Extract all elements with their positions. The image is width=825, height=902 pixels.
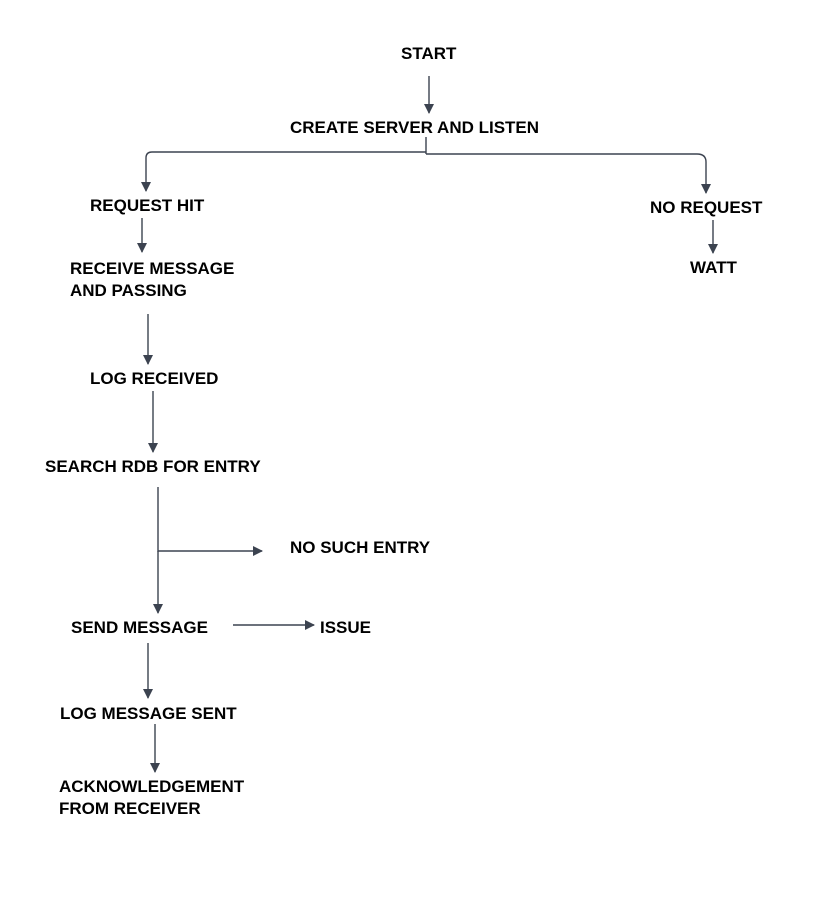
node-create-server: CREATE SERVER AND LISTEN (290, 118, 540, 137)
node-receive-message-line-2: AND PASSING (70, 281, 187, 300)
connector-branch-to-no-request (426, 153, 711, 194)
node-receive-message: RECEIVE MESSAGE AND PASSING (70, 258, 234, 302)
node-log-received: LOG RECEIVED (90, 369, 219, 388)
node-acknowledgement: ACKNOWLEDGEMENT FROM RECEIVER (59, 776, 244, 820)
node-wait: WATT (690, 258, 737, 277)
node-request-hit: REQUEST HIT (90, 196, 205, 215)
node-receive-message-line-1: RECEIVE MESSAGE (70, 259, 235, 278)
node-start: START (401, 44, 457, 63)
connector-search-to-no-such-entry (157, 487, 263, 556)
node-issue: ISSUE (320, 618, 372, 637)
connector-branch-to-request-hit (141, 151, 426, 192)
node-send-message: SEND MESSAGE (71, 618, 208, 637)
node-acknowledgement-line-2: FROM RECEIVER (59, 799, 201, 818)
node-no-request: NO REQUEST (650, 198, 763, 217)
node-log-message-sent: LOG MESSAGE SENT (60, 704, 237, 723)
node-search-rdb: SEARCH RDB FOR ENTRY (45, 457, 261, 476)
node-no-such-entry: NO SUCH ENTRY (290, 538, 431, 557)
node-acknowledgement-line-1: ACKNOWLEDGEMENT (59, 777, 245, 796)
